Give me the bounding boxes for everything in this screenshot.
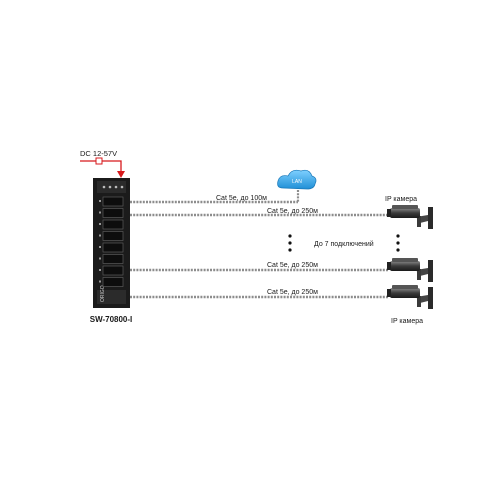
cloud-label: LAN [292, 179, 302, 185]
camera-bottom-label: IP камера [391, 318, 423, 325]
port-led [99, 280, 101, 283]
port-led [99, 200, 101, 202]
port-led [99, 246, 101, 248]
port-led [99, 211, 101, 214]
port-led [99, 223, 101, 225]
ip-camera-icon [387, 258, 433, 282]
cloud-icon: LAN [277, 169, 317, 190]
link-label-2: Cat 5e, до 250м [267, 208, 318, 215]
cables [130, 200, 388, 299]
power-line [80, 160, 122, 172]
power-arrow-icon [117, 171, 125, 178]
switch-ports [99, 196, 124, 287]
switch-port [102, 196, 124, 207]
switch-port [102, 219, 124, 230]
switch-port [102, 265, 124, 276]
ip-camera-icon [387, 285, 433, 309]
power-label: DC 12-57V [80, 149, 117, 158]
device-model: SW-70800-I [90, 315, 133, 324]
more-connections-label: До 7 подключений [314, 240, 374, 248]
switch-port [102, 277, 124, 287]
ellipsis-dots-middle [288, 234, 292, 252]
ellipsis-dots-cameras [396, 234, 400, 252]
camera-top-label: IP камера [385, 196, 417, 203]
power-feed: DC 12-57V [80, 149, 125, 178]
port-led [99, 257, 101, 260]
switch-port [102, 231, 124, 241]
switch-port [102, 254, 124, 264]
port-led [99, 234, 101, 237]
device-logo: ORIGO [100, 285, 106, 302]
link-label-3: Cat 5e, до 250м [267, 262, 318, 269]
link-label-1: Cat 5e, до 100м [216, 195, 267, 202]
switch-port [102, 208, 124, 218]
link-label-4: Cat 5e, до 250м [267, 289, 318, 296]
ip-camera-icon [387, 205, 433, 229]
fuse-icon [95, 157, 103, 165]
switch-port [102, 242, 124, 253]
port-led [99, 269, 101, 271]
